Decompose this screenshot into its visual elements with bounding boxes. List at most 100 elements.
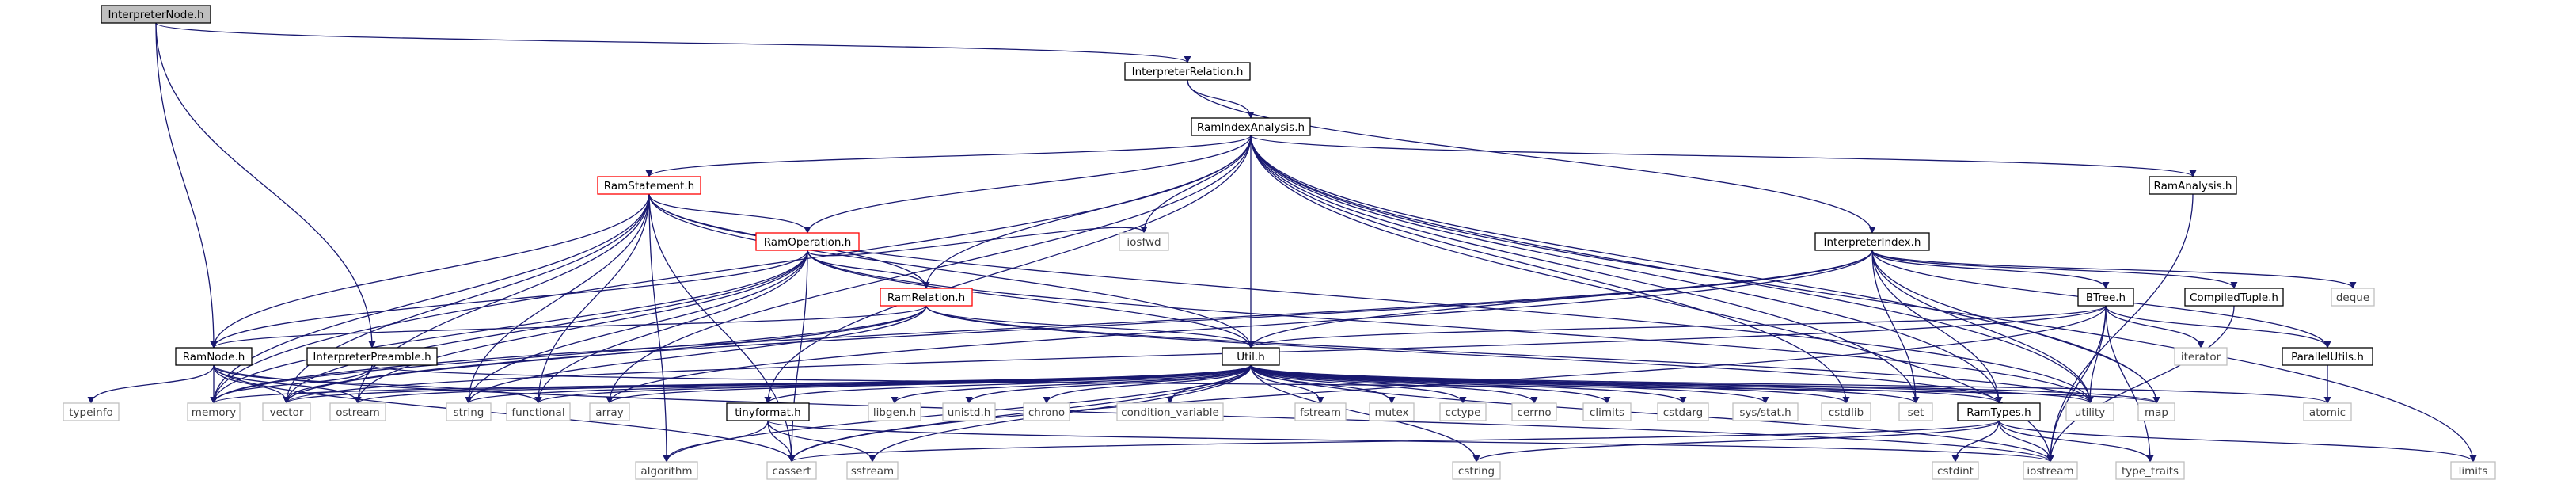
node-label-sys_stat_h: sys/stat.h — [1739, 406, 1791, 419]
edge-Util_h-to-cstdarg — [1250, 364, 1687, 404]
node-box-condition_variable — [1116, 402, 1224, 421]
node-CompiledTuple_h[interactable]: CompiledTuple.h — [2184, 288, 2284, 307]
node-InterpreterNode_h[interactable]: InterpreterNode.h — [101, 5, 211, 24]
edge-RamIndexAnalysis_h-to-set — [1250, 135, 1920, 404]
node-box-sstream — [846, 461, 899, 480]
edge-RamStatement_h-to-utility — [648, 193, 2094, 404]
node-cassert: cassert — [766, 461, 817, 480]
node-label-functional: functional — [511, 406, 564, 419]
edge-RamStatement_h-to-algorithm — [648, 193, 671, 463]
node-label-RamIndexAnalysis_h: RamIndexAnalysis.h — [1197, 121, 1305, 134]
node-InterpreterIndex_h[interactable]: InterpreterIndex.h — [1814, 232, 1930, 251]
edge-BTree_h-to-vector — [283, 305, 2107, 404]
edge-RamOperation_h-to-iosfwd — [807, 226, 1148, 257]
edge-RamOperation_h-to-functional — [534, 250, 808, 404]
edge-InterpreterIndex_h-to-map — [1871, 250, 2160, 404]
edge-Util_h-to-sys_stat_h — [1250, 364, 1769, 404]
node-box-libgen_h — [868, 402, 921, 421]
edge-InterpreterNode_h-to-RamNode_h — [155, 22, 218, 349]
node-box-type_traits — [2115, 461, 2185, 480]
node-label-RamOperation_h: RamOperation.h — [764, 236, 852, 249]
node-sstream: sstream — [846, 461, 899, 480]
node-InterpreterRelation_h[interactable]: InterpreterRelation.h — [1124, 62, 1251, 81]
edge-RamOperation_h-to-RamNode_h — [210, 250, 808, 349]
node-box-fstream — [1294, 402, 1347, 421]
edge-RamNode_h-to-functional — [213, 364, 542, 404]
edge-RamIndexAnalysis_h-to-RamTypes_h — [1250, 135, 2003, 404]
node-box-RamAnalysis_h — [2149, 176, 2237, 195]
node-label-CompiledTuple_h: CompiledTuple.h — [2190, 292, 2278, 304]
node-label-vector: vector — [270, 406, 304, 419]
node-limits: limits — [2450, 461, 2496, 480]
node-tinyformat_h[interactable]: tinyformat.h — [726, 402, 810, 421]
node-label-Util_h: Util.h — [1237, 351, 1265, 364]
edge-RamTypes_h-to-type_traits — [1998, 420, 2154, 463]
node-RamTypes_h[interactable]: RamTypes.h — [1957, 402, 2041, 421]
edge-RamIndexAnalysis_h-to-iosfwd — [1140, 135, 1252, 234]
node-sys_stat_h: sys/stat.h — [1732, 402, 1799, 421]
node-cstdlib: cstdlib — [1821, 402, 1871, 421]
node-ParallelUtils_h[interactable]: ParallelUtils.h — [2282, 347, 2373, 366]
node-Util_h[interactable]: Util.h — [1222, 347, 1280, 366]
node-algorithm: algorithm — [635, 461, 698, 480]
edge-RamIndexAnalysis_h-to-RamOperation_h — [804, 135, 1252, 234]
edge-Util_h-to-cerrno — [1250, 364, 1538, 404]
node-condition_variable: condition_variable — [1116, 402, 1224, 421]
edge-InterpreterPreamble_h-to-vector — [283, 364, 373, 404]
edge-InterpreterIndex_h-to-memory — [210, 250, 1873, 404]
edge-CompiledTuple_h-to-iostream — [2046, 305, 2235, 463]
edge-Util_h-to-atomic — [1250, 364, 2331, 404]
node-label-limits: limits — [2459, 465, 2488, 478]
node-RamAnalysis_h[interactable]: RamAnalysis.h — [2149, 176, 2237, 195]
node-label-algorithm: algorithm — [640, 465, 692, 478]
node-box-cstring — [1452, 461, 1501, 480]
edge-RamIndexAnalysis_h-to-map — [1250, 135, 2160, 404]
node-RamStatement_h[interactable]: RamStatement.h — [597, 176, 701, 195]
edge-Util_h-to-ostream — [354, 364, 1252, 404]
node-RamNode_h[interactable]: RamNode.h — [175, 347, 253, 366]
edge-BTree_h-to-type_traits — [2105, 305, 2154, 463]
edge-Util_h-to-libgen_h — [891, 364, 1252, 404]
edge-RamNode_h-to-typeinfo — [87, 364, 215, 404]
node-RamRelation_h[interactable]: RamRelation.h — [880, 288, 973, 307]
edge-RamIndexAnalysis_h-to-array — [606, 135, 1252, 404]
node-InterpreterPreamble_h[interactable]: InterpreterPreamble.h — [306, 347, 438, 366]
edge-Util_h-to-cctype — [1250, 364, 1467, 404]
node-RamIndexAnalysis_h[interactable]: RamIndexAnalysis.h — [1191, 117, 1311, 136]
node-box-Util_h — [1222, 347, 1280, 366]
edge-Util_h-to-iostream — [1250, 364, 2054, 463]
node-box-RamNode_h — [175, 347, 253, 366]
edge-Util_h-to-unistd_h — [965, 364, 1252, 404]
node-label-iterator: iterator — [2181, 351, 2221, 364]
node-label-cstring: cstring — [1458, 465, 1495, 478]
edge-Util_h-to-string — [465, 364, 1252, 404]
node-box-cerrno — [1511, 402, 1557, 421]
edge-InterpreterIndex_h-to-array — [606, 250, 1873, 404]
node-box-InterpreterPreamble_h — [306, 347, 438, 366]
edge-BTree_h-to-iterator — [2105, 305, 2205, 349]
node-box-RamIndexAnalysis_h — [1191, 117, 1311, 136]
node-box-unistd_h — [942, 402, 996, 421]
node-label-InterpreterNode_h: InterpreterNode.h — [108, 9, 203, 21]
node-box-RamRelation_h — [880, 288, 973, 307]
edge-InterpreterNode_h-to-InterpreterPreamble_h — [155, 22, 376, 349]
node-ostream: ostream — [329, 402, 386, 421]
node-box-cstdint — [1932, 461, 1979, 480]
edge-RamOperation_h-to-string — [465, 250, 808, 404]
edge-RamRelation_h-to-memory — [210, 305, 927, 404]
node-BTree_h[interactable]: BTree.h — [2077, 288, 2134, 307]
edge-tinyformat_h-to-algorithm — [663, 420, 769, 463]
edge-InterpreterIndex_h-to-vector — [283, 250, 1873, 404]
edge-RamIndexAnalysis_h-to-RamAnalysis_h — [1250, 135, 2197, 177]
node-box-ParallelUtils_h — [2282, 347, 2373, 366]
node-libgen_h: libgen.h — [868, 402, 921, 421]
edge-RamIndexAnalysis_h-to-RamStatement_h — [645, 135, 1252, 177]
node-RamOperation_h[interactable]: RamOperation.h — [755, 232, 860, 251]
edge-RamRelation_h-to-utility — [925, 305, 2094, 404]
node-cerrno: cerrno — [1511, 402, 1557, 421]
node-label-array: array — [595, 406, 623, 419]
edge-RamOperation_h-to-utility — [807, 250, 2094, 404]
edge-RamIndexAnalysis_h-to-memory — [210, 135, 1252, 404]
node-iosfwd: iosfwd — [1119, 232, 1169, 251]
